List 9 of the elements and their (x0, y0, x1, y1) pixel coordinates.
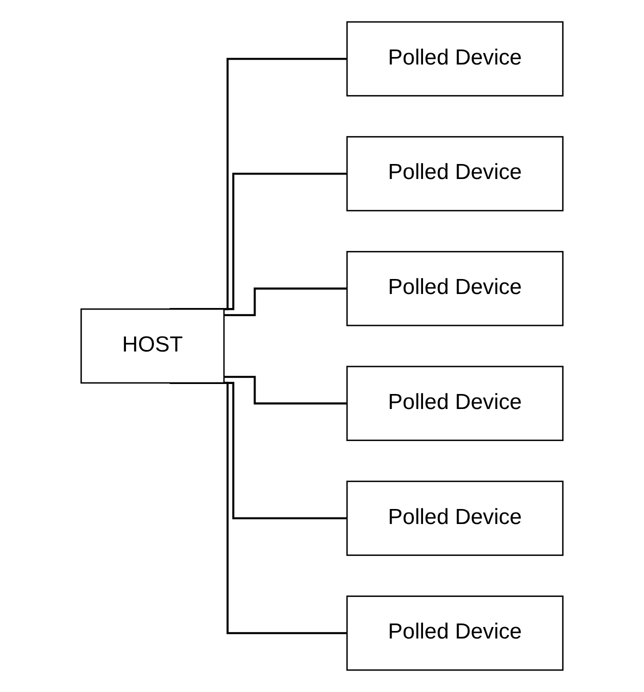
node-box: Polled Device (346, 366, 564, 442)
node-box: Polled Device (346, 596, 564, 671)
node-box: Polled Device (346, 480, 564, 556)
connector (224, 376, 348, 404)
node-box: HOST (80, 308, 225, 384)
node-box: Polled Device (346, 250, 564, 326)
node-box: Polled Device (346, 136, 564, 212)
connector (224, 288, 348, 316)
node-box: Polled Device (346, 21, 564, 96)
